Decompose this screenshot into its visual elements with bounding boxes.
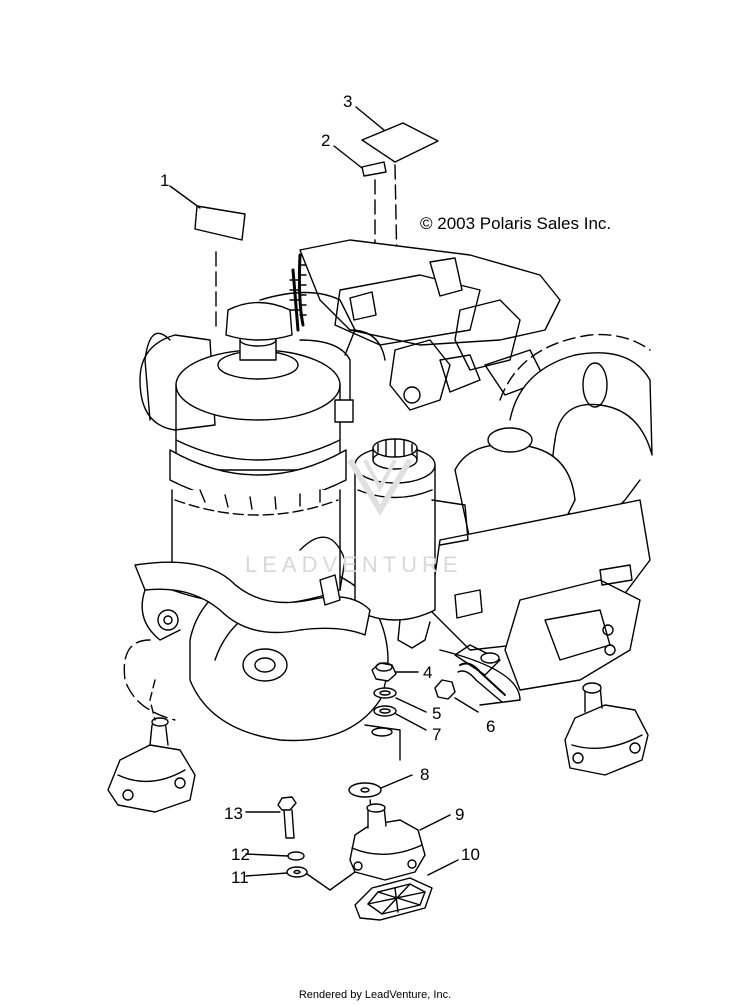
washer-11-part (246, 867, 355, 890)
callout-13: 13 (224, 804, 243, 823)
engine-mount-right (565, 683, 648, 775)
callout-3: 3 (343, 92, 353, 111)
ground-cable-6-part (435, 653, 505, 712)
nut-4-part (372, 663, 418, 681)
callout-9: 9 (455, 805, 465, 824)
washer-7-part (374, 706, 426, 730)
engine-mount-9-part (350, 804, 450, 880)
callout-11: 11 (231, 868, 249, 887)
callout-10: 10 (461, 845, 480, 864)
callout-5: 5 (432, 704, 442, 723)
callout-2: 2 (321, 131, 331, 150)
mount-plate-10-part (355, 860, 458, 920)
copyright-notice: © 2003 Polaris Sales Inc. (420, 214, 612, 233)
decal-1-part (170, 186, 245, 330)
callout-12: 12 (231, 845, 250, 864)
crankcase (430, 500, 650, 705)
bolt-13-part (246, 797, 296, 838)
callout-1: 1 (160, 171, 170, 190)
washer-8-part (349, 775, 412, 816)
footer-credit: Rendered by LeadVenture, Inc. (298, 989, 452, 1001)
engine-top-housing (299, 240, 560, 410)
callout-4: 4 (423, 663, 433, 682)
engine-mount-left (108, 680, 195, 812)
callout-7: 7 (432, 725, 442, 744)
callout-8: 8 (420, 765, 430, 784)
intake-hose (145, 293, 385, 421)
callout-6: 6 (486, 717, 496, 736)
mount-bracket (365, 725, 400, 760)
washer-5-part (374, 688, 426, 712)
lock-washer-12-part (246, 852, 304, 860)
watermark-logo-icon (345, 450, 415, 520)
coolant-hose (135, 537, 370, 640)
watermark-text: LEADVENTURE (245, 552, 463, 577)
